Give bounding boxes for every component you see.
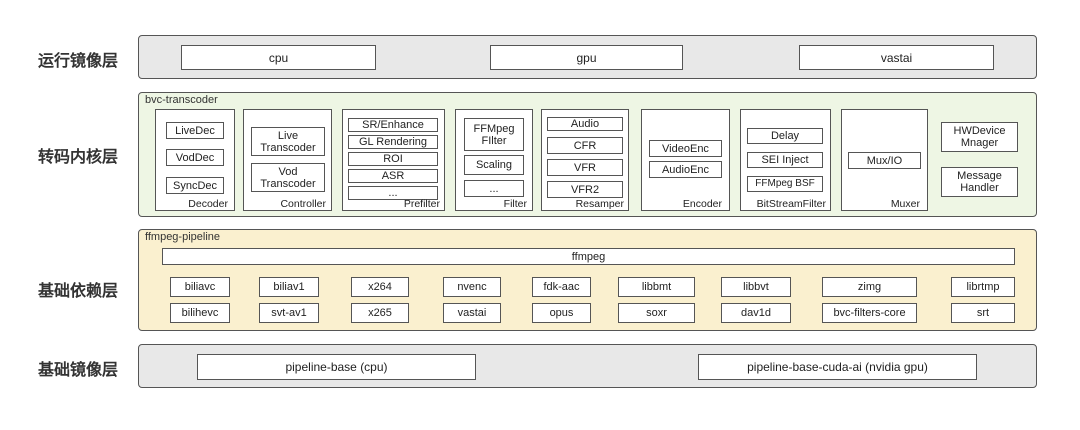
filter-ffmpeg-filter: FFMpeg FIlter (464, 118, 524, 151)
filter-module: FFMpeg FIlter Scaling ... Filter (455, 109, 533, 211)
prefilter-module: SR/Enhance GL Rendering ROI ASR ... Pref… (342, 109, 445, 211)
encoder-label: Encoder (682, 198, 722, 210)
runtime-vastai-box: vastai (799, 45, 994, 70)
decoder-label: Decoder (188, 198, 228, 210)
dep-librtmp: librtmp (951, 277, 1015, 297)
foundation-title: ffmpeg-pipeline (145, 231, 221, 243)
controller-vod-transcoder: Vod Transcoder (251, 163, 325, 192)
bsf-delay: Delay (747, 128, 823, 144)
dep-fdk-aac: fdk-aac (532, 277, 591, 297)
resamper-cfr: CFR (547, 137, 623, 154)
bsf-ffmpeg-bsf: FFMpeg BSF (747, 176, 823, 192)
bsf-label: BitStreamFilter (756, 198, 826, 210)
dep-zimg: zimg (822, 277, 917, 297)
runtime-gpu-box: gpu (490, 45, 683, 70)
transcoder-layer-panel: bvc-transcoder LiveDec VodDec SyncDec De… (138, 92, 1037, 217)
dep-opus: opus (532, 303, 591, 323)
muxer-label: Muxer (890, 198, 920, 210)
prefilter-asr: ASR (348, 169, 438, 183)
controller-module: Live Transcoder Vod Transcoder Controlle… (243, 109, 332, 211)
layer-label-foundation: 基础依赖层 (38, 281, 119, 300)
prefilter-label: Prefilter (403, 198, 440, 210)
layer-label-base: 基础镜像层 (38, 360, 119, 379)
bsf-sei-inject: SEI Inject (747, 152, 823, 168)
encoder-videoenc: VideoEnc (649, 140, 722, 157)
dep-biliav1: biliav1 (259, 277, 319, 297)
dep-dav1d: dav1d (721, 303, 791, 323)
prefilter-more: ... (348, 186, 438, 200)
transcoder-title: bvc-transcoder (145, 94, 218, 106)
decoder-voddec: VodDec (166, 149, 224, 166)
hwdevice-manager-box: HWDevice Mnager (941, 122, 1018, 152)
filter-label: Filter (503, 198, 527, 210)
muxer-mux-io: Mux/IO (848, 152, 921, 169)
base-cuda-box: pipeline-base-cuda-ai (nvidia gpu) (698, 354, 977, 380)
dep-x265: x265 (351, 303, 409, 323)
decoder-module: LiveDec VodDec SyncDec Decoder (155, 109, 235, 211)
resamper-vfr2: VFR2 (547, 181, 623, 198)
base-cpu-box: pipeline-base (cpu) (197, 354, 476, 380)
resamper-audio: Audio (547, 117, 623, 131)
resamper-vfr: VFR (547, 159, 623, 176)
decoder-livedec: LiveDec (166, 122, 224, 139)
dep-biliavc: biliavc (170, 277, 230, 297)
controller-label: Controller (280, 198, 326, 210)
runtime-cpu-box: cpu (181, 45, 376, 70)
prefilter-gl-rendering: GL Rendering (348, 135, 438, 149)
encoder-audioenc: AudioEnc (649, 161, 722, 178)
dep-nvenc: nvenc (443, 277, 501, 297)
encoder-module: VideoEnc AudioEnc Encoder (641, 109, 730, 211)
controller-live-transcoder: Live Transcoder (251, 127, 325, 156)
bsf-module: Delay SEI Inject FFMpeg BSF BitStreamFil… (740, 109, 831, 211)
resamper-label: Resamper (575, 198, 624, 210)
layer-label-runtime: 运行镜像层 (38, 51, 119, 70)
runtime-layer-panel: cpu gpu vastai (138, 35, 1037, 79)
dep-libbmt: libbmt (618, 277, 695, 297)
dep-x264: x264 (351, 277, 409, 297)
muxer-module: Mux/IO Muxer (841, 109, 928, 211)
dep-soxr: soxr (618, 303, 695, 323)
message-handler-box: Message Handler (941, 167, 1018, 197)
dep-libbvt: libbvt (721, 277, 791, 297)
base-layer-panel: pipeline-base (cpu) pipeline-base-cuda-a… (138, 344, 1037, 388)
prefilter-roi: ROI (348, 152, 438, 166)
resamper-module: Audio CFR VFR VFR2 Resamper (541, 109, 629, 211)
dep-svt-av1: svt-av1 (259, 303, 319, 323)
foundation-layer-panel: ffmpeg-pipeline ffmpeg biliavc biliav1 x… (138, 229, 1037, 331)
dep-vastai: vastai (443, 303, 501, 323)
dep-srt: srt (951, 303, 1015, 323)
filter-more: ... (464, 180, 524, 197)
decoder-syncdec: SyncDec (166, 177, 224, 194)
ffmpeg-bar: ffmpeg (162, 248, 1015, 265)
dep-bvc-filters-core: bvc-filters-core (822, 303, 917, 323)
layer-label-transcoder: 转码内核层 (38, 147, 119, 166)
filter-scaling: Scaling (464, 155, 524, 175)
dep-bilihevc: bilihevc (170, 303, 230, 323)
prefilter-sr-enhance: SR/Enhance (348, 118, 438, 132)
